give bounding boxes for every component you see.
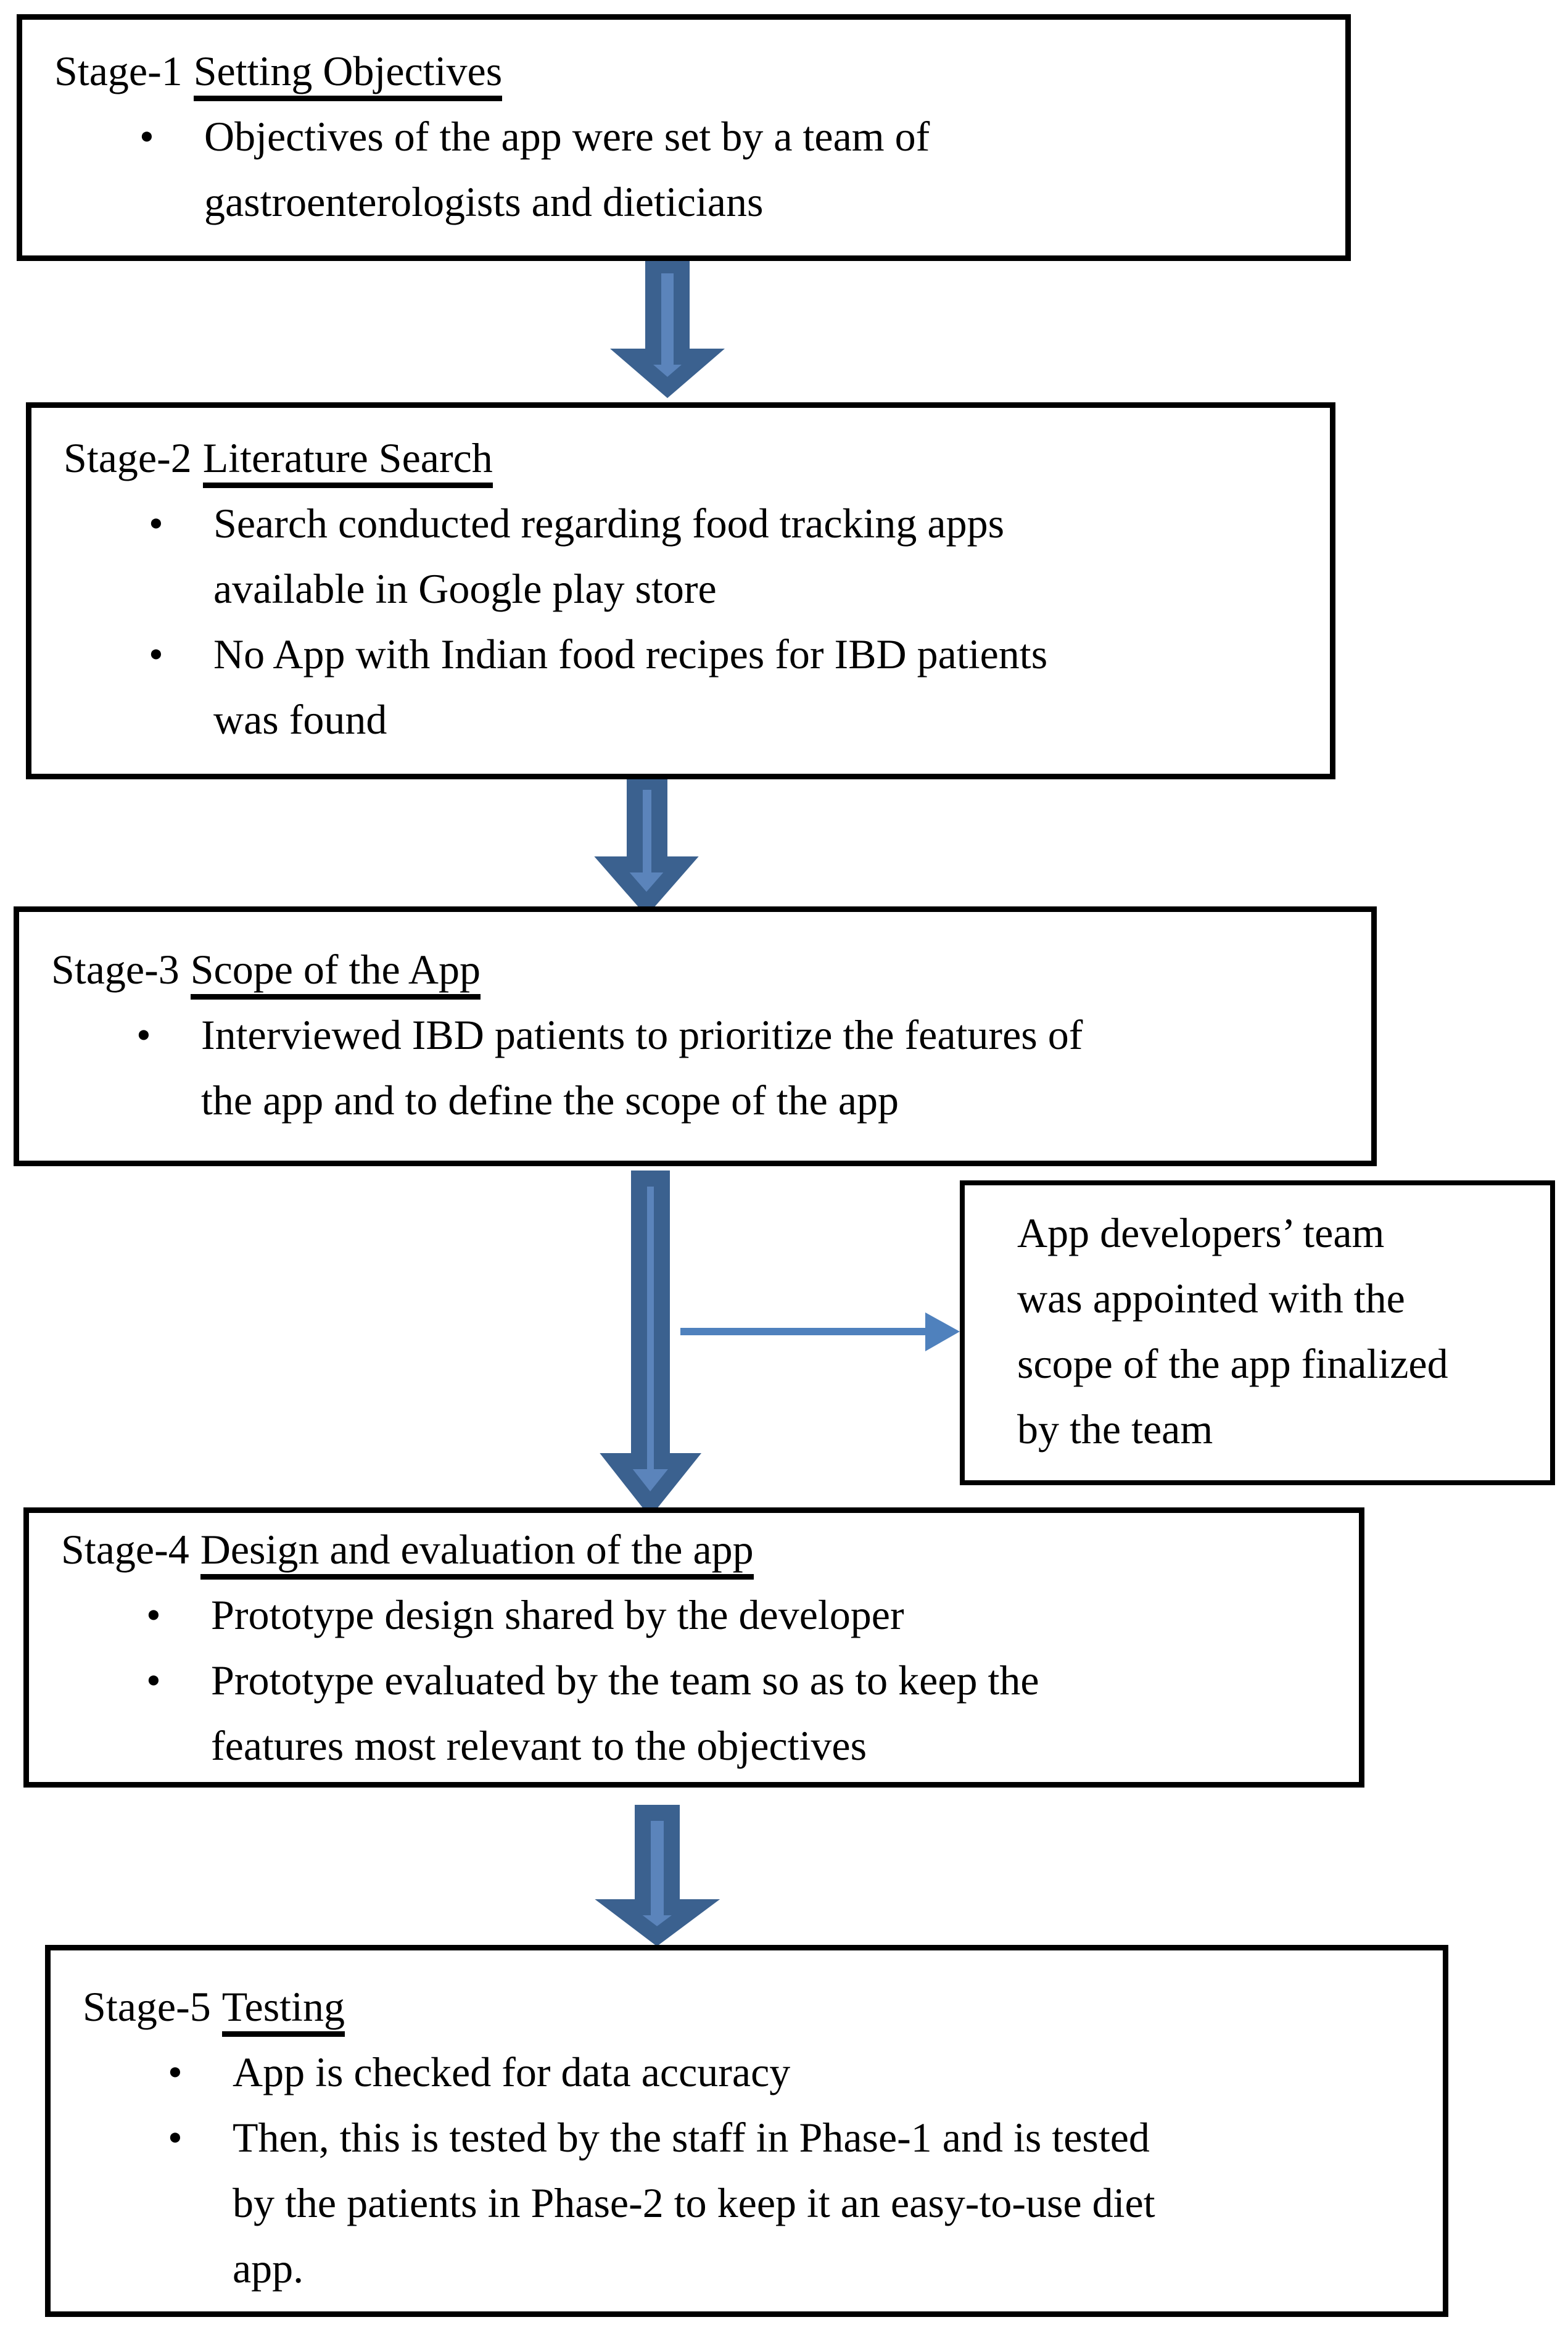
- bullet-line-continued: was found: [31, 687, 1330, 752]
- side-note-box: App developers’ team was appointed with …: [960, 1180, 1555, 1485]
- bullet-text: was found: [213, 696, 387, 743]
- bullet-text: Prototype evaluated by the team so as to…: [211, 1657, 1039, 1704]
- bullet-text: app.: [233, 2245, 304, 2292]
- stage-2-label: Stage-2: [64, 434, 192, 481]
- bullet-line: • Interviewed IBD patients to prioritize …: [19, 1002, 1371, 1067]
- bullet-text: Interviewed IBD patients to prioritize t…: [201, 1011, 1083, 1058]
- bullet-line-continued: features most relevant to the objectives: [29, 1713, 1359, 1778]
- bullet-text: available in Google play store: [213, 565, 717, 612]
- stage-1-label: Stage-1: [54, 48, 183, 94]
- bullet-line-continued: the app and to define the scope of the a…: [19, 1067, 1371, 1133]
- bullet-icon: •: [149, 500, 163, 547]
- bullet-line: • Objectives of the app were set by a tea…: [22, 104, 1345, 169]
- bullet-line: • No App with Indian food recipes for IBD…: [31, 621, 1330, 687]
- bullet-text: App is checked for data accuracy: [233, 2049, 791, 2095]
- bullet-icon: •: [146, 1591, 161, 1638]
- bullet-text: the app and to define the scope of the a…: [201, 1077, 899, 1124]
- stage-1-title-text: Setting Objectives: [193, 48, 503, 101]
- bullet-text: by the patients in Phase-2 to keep it an…: [233, 2179, 1155, 2226]
- down-arrow-3-icon: [600, 1171, 702, 1517]
- bullet-text: features most relevant to the objectives: [211, 1722, 867, 1769]
- bullet-text: Prototype design shared by the developer: [211, 1591, 904, 1638]
- bullet-line: • Search conducted regarding food trackin…: [31, 491, 1330, 556]
- bullet-icon: •: [136, 1011, 151, 1058]
- down-arrow-1-icon: [610, 257, 725, 399]
- bullet-icon: •: [146, 1657, 161, 1704]
- bullet-icon: •: [149, 631, 163, 678]
- bullet-line: • Prototype design shared by the develope…: [29, 1582, 1359, 1647]
- side-note-line: scope of the app finalized: [1017, 1340, 1448, 1387]
- bullet-line: • App is checked for data accuracy: [51, 2039, 1443, 2105]
- bullet-text: No App with Indian food recipes for IBD …: [213, 631, 1048, 678]
- down-arrow-4-icon: [595, 1805, 720, 1947]
- right-arrow-icon: [680, 1312, 960, 1351]
- bullet-line-continued: gastroenterologists and dieticians: [22, 169, 1345, 234]
- stage-2-title-text: Literature Search: [202, 434, 493, 488]
- bullet-line: • Then, this is tested by the staff in Ph…: [51, 2105, 1443, 2170]
- down-arrow-2-icon: [594, 774, 699, 916]
- bullet-icon: •: [168, 2114, 183, 2161]
- stage-5-label: Stage-5: [83, 1983, 211, 2030]
- bullet-line-continued: app.: [51, 2236, 1443, 2301]
- stage-4-label: Stage-4: [61, 1526, 189, 1573]
- bullet-line-continued: available in Google play store: [31, 556, 1330, 621]
- side-note-line: App developers’ team: [1017, 1209, 1385, 1256]
- bullet-line-continued: by the patients in Phase-2 to keep it an…: [51, 2170, 1443, 2236]
- side-note-line: was appointed with the: [1017, 1275, 1405, 1322]
- stage-3-label: Stage-3: [51, 946, 179, 993]
- bullet-icon: •: [139, 113, 154, 160]
- side-note-line: by the team: [1017, 1406, 1213, 1452]
- bullet-line: • Prototype evaluated by the team so as t…: [29, 1647, 1359, 1713]
- bullet-text: Search conducted regarding food tracking…: [213, 500, 1005, 547]
- bullet-text: gastroenterologists and dieticians: [204, 178, 764, 225]
- stage-4-title-text: Design and evaluation of the app: [200, 1526, 754, 1580]
- bullet-icon: •: [168, 2049, 183, 2095]
- bullet-text: Objectives of the app were set by a team…: [204, 113, 930, 160]
- stage-3-title-text: Scope of the App: [190, 946, 481, 1000]
- stage-5-title-text: Testing: [221, 1983, 345, 2037]
- bullet-text: Then, this is tested by the staff in Pha…: [233, 2114, 1150, 2161]
